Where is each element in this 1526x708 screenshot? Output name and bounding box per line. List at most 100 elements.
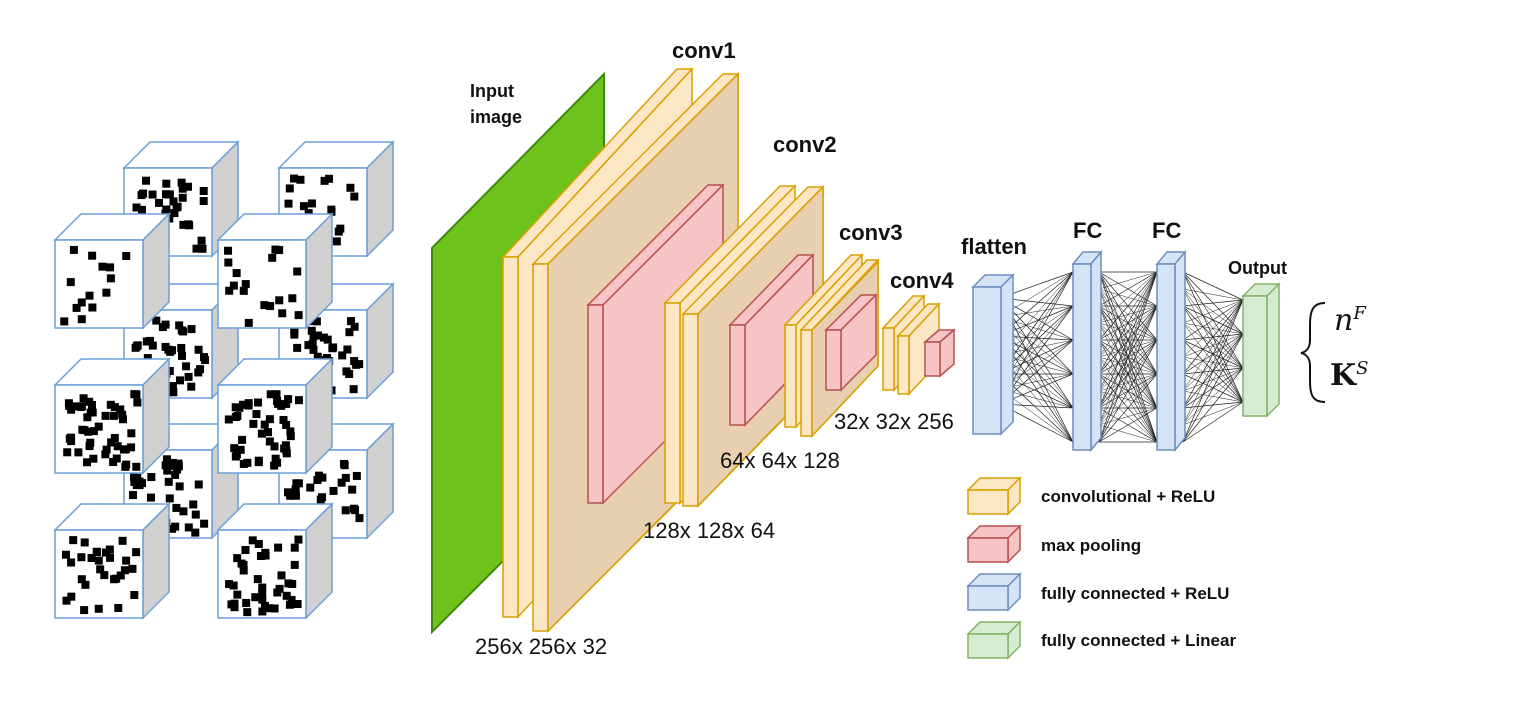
particle (164, 477, 173, 486)
conv3-label: conv3 (839, 220, 903, 245)
particle (258, 583, 267, 592)
particle (170, 209, 179, 218)
particle (284, 199, 293, 208)
legend-icon-0 (966, 476, 1022, 516)
particle (187, 382, 196, 391)
particle (120, 566, 129, 575)
particle (329, 343, 338, 352)
particle (101, 450, 110, 459)
particle (191, 528, 200, 537)
particle (274, 399, 283, 408)
fc-connection (1182, 299, 1244, 392)
particle (270, 442, 279, 451)
fc-connection (1182, 299, 1244, 358)
particle (194, 368, 203, 377)
output-nf-base: n (1334, 303, 1354, 338)
particle (172, 503, 181, 512)
conv4-slab-b (896, 302, 941, 396)
particle (355, 514, 364, 523)
particle (340, 461, 349, 470)
particle (100, 571, 109, 580)
fc-connection (1098, 271, 1158, 307)
particle (122, 556, 131, 565)
particle (279, 415, 288, 424)
particle (287, 595, 296, 604)
conv-layers (501, 67, 957, 633)
particle (184, 220, 193, 229)
fc-connection (1098, 271, 1158, 290)
particle (131, 343, 140, 352)
particle (248, 536, 257, 545)
particle (256, 552, 265, 561)
particle (199, 186, 208, 195)
fc2-label: FC (1152, 218, 1182, 243)
fc-connection (1182, 271, 1244, 301)
fc-connection (1098, 271, 1158, 324)
legend-icon-2 (966, 572, 1022, 612)
particle (132, 390, 141, 399)
particle (110, 434, 119, 443)
particle (299, 202, 308, 211)
particle (191, 510, 200, 519)
output-ks-sup: S (1356, 358, 1369, 379)
particle (67, 405, 76, 414)
particle (106, 553, 115, 562)
particle (329, 486, 338, 495)
particle (148, 341, 157, 350)
particle (200, 353, 209, 362)
particle (325, 174, 334, 183)
particle (129, 491, 138, 500)
particle (260, 301, 269, 310)
particle (142, 337, 151, 346)
particle (146, 493, 155, 502)
fc-connection (1098, 339, 1158, 426)
particle (85, 397, 94, 406)
particle (118, 536, 127, 545)
particle (260, 601, 269, 610)
particle (88, 251, 97, 260)
cube-front-0 (53, 212, 171, 330)
particle (233, 554, 242, 563)
fc1-label: FC (1073, 218, 1103, 243)
fc-connection (1182, 299, 1244, 426)
particle (232, 450, 241, 459)
particle (252, 410, 261, 419)
particle (288, 294, 297, 303)
particle (229, 281, 238, 290)
pool3 (824, 293, 878, 392)
particle (85, 291, 94, 300)
cube-front-4 (53, 502, 171, 620)
particle (109, 458, 118, 467)
particle (187, 325, 196, 334)
particle (244, 318, 253, 327)
particle (306, 483, 315, 492)
particle (270, 604, 279, 613)
particle (273, 588, 282, 597)
particle (265, 415, 274, 424)
particle (77, 575, 86, 584)
particle (106, 400, 115, 409)
particle (343, 345, 352, 354)
particle (163, 190, 172, 199)
particle (66, 278, 75, 287)
particle (116, 571, 125, 580)
particle (294, 535, 303, 544)
particle (229, 581, 238, 590)
particle (239, 566, 248, 575)
particle (290, 174, 299, 183)
particle (127, 443, 136, 452)
particle (265, 604, 274, 613)
particle (241, 280, 250, 289)
fc-connection (1098, 271, 1158, 341)
conv4-dimensions: 32x 32x 256 (834, 409, 954, 434)
particle (242, 598, 251, 607)
fc-connection (1098, 271, 1158, 443)
particle (336, 224, 345, 233)
particle (225, 286, 234, 295)
particle (179, 220, 188, 229)
particle (290, 543, 299, 552)
particle (92, 548, 101, 557)
particle (173, 202, 182, 211)
particle (320, 176, 329, 185)
particle (293, 267, 302, 276)
